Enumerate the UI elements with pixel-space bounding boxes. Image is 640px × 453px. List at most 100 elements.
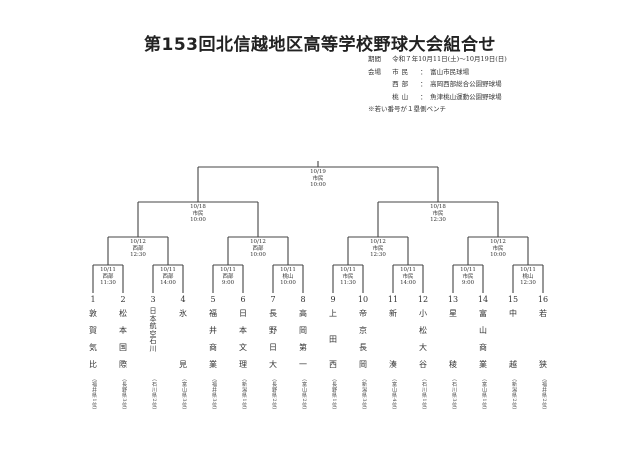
team-name: 敦賀気比 <box>89 309 97 369</box>
game-date: 10/12 <box>370 239 386 245</box>
team-name: 帝京長岡 <box>359 309 367 369</box>
game-time: 11:30 <box>340 280 356 287</box>
team-prefecture-rank: （福井県3位） <box>211 376 217 414</box>
game-venue: 西部 <box>102 273 114 280</box>
game-date: 10/11 <box>460 267 476 273</box>
team-number: 8 <box>300 295 306 304</box>
team-name: 中越 <box>509 309 517 369</box>
period-label: 期間 <box>368 55 381 63</box>
venue-label: 会場 <box>368 67 381 76</box>
team-number: 15 <box>507 295 519 304</box>
team-prefecture-rank: （富山県2位） <box>301 376 307 414</box>
game-venue: 桃山 <box>282 273 294 280</box>
team-number: 11 <box>387 295 399 304</box>
team-entry: 4 氷見 <box>173 294 193 370</box>
game-date: 10/11 <box>100 267 116 273</box>
team-prefecture-rank: （福井県1位） <box>91 376 97 414</box>
venue-name: 高岡西部総合公園野球場 <box>430 80 502 88</box>
game-time: 10:00 <box>280 280 296 287</box>
team-number: 7 <box>270 295 276 304</box>
team-number: 3 <box>150 295 156 304</box>
team-prefecture-rank: （新潟県2位） <box>511 376 517 414</box>
team-prefecture-rank: （新潟県3位） <box>361 376 367 414</box>
team-number: 1 <box>90 295 96 304</box>
team-prefecture-rank: （石川県3位） <box>451 376 457 414</box>
game-venue: 西部 <box>252 245 264 252</box>
team-prefecture-rank: （富山県1位） <box>481 376 487 414</box>
team-prefecture-rank: （富山県4位） <box>391 376 397 414</box>
game-time: 14:00 <box>160 280 176 287</box>
team-number: 6 <box>240 295 246 304</box>
team-name: 星稜 <box>449 309 457 369</box>
venue-short: 桃山 <box>392 92 412 101</box>
team-prefecture-rank: （福井県2位） <box>541 376 547 414</box>
game-venue: 西部 <box>132 245 144 252</box>
team-number: 4 <box>180 295 186 304</box>
game-date: 10/18 <box>190 204 206 210</box>
game-venue: 市民 <box>192 210 204 217</box>
game-time: 12:30 <box>130 252 146 259</box>
team-prefecture-rank: （石川県1位） <box>421 376 427 414</box>
team-entry: 8 高岡第一 <box>293 294 313 370</box>
team-name: 松本国際 <box>119 309 127 369</box>
team-name: 氷見 <box>179 309 187 369</box>
venue-short: 西部 <box>392 80 412 88</box>
team-name: 新湊 <box>389 309 397 369</box>
team-number: 14 <box>477 295 489 304</box>
team-entry: 13 星稜 <box>443 294 463 370</box>
game-date: 10/11 <box>520 267 536 273</box>
game-date: 10/11 <box>280 267 296 273</box>
game-time: 12:30 <box>520 280 536 287</box>
game-venue: 市民 <box>432 210 444 217</box>
game-time: 10:00 <box>310 182 326 189</box>
team-entry: 6 日本文理 <box>233 294 253 370</box>
game-time: 9:00 <box>221 280 235 287</box>
game-venue: 市民 <box>492 245 504 252</box>
team-number: 10 <box>357 295 369 304</box>
team-name: 小松大谷 <box>419 309 427 369</box>
game-time: 12:30 <box>430 217 446 224</box>
tournament-info: 期間 令和７年10月11日(土)〜10月19日(日) 会場 市民：富山市民球場 … <box>368 53 507 116</box>
game-date: 10/19 <box>310 169 326 175</box>
game-venue: 市民 <box>372 245 384 252</box>
game-date: 10/18 <box>430 204 446 210</box>
team-number: 13 <box>447 295 459 304</box>
game-date: 10/11 <box>220 267 236 273</box>
game-venue: 市民 <box>402 273 414 280</box>
period-value: 令和７年10月11日(土)〜10月19日(日) <box>392 55 507 63</box>
team-prefecture-rank: （新潟県1位） <box>241 376 247 414</box>
team-name: 福井商業 <box>209 309 217 369</box>
team-number: 16 <box>537 295 549 304</box>
team-entry: 14 富山商業 <box>473 294 493 370</box>
period-row: 期間 令和７年10月11日(土)〜10月19日(日) <box>368 53 507 66</box>
venue-name: 魚津桃山運動公園野球場 <box>430 92 502 101</box>
game-time: 10:00 <box>250 252 266 259</box>
team-name: 長野日大 <box>269 309 277 369</box>
game-time: 11:30 <box>100 280 116 287</box>
game-venue: 市民 <box>312 175 324 182</box>
team-entry: 11 新湊 <box>383 294 403 370</box>
game-venue: 西部 <box>222 273 234 280</box>
team-name: 高岡第一 <box>299 309 307 369</box>
team-name: 日本文理 <box>239 309 247 369</box>
game-venue: 西部 <box>162 273 174 280</box>
team-prefecture-rank: （長野県2位） <box>271 376 277 414</box>
team-name: 富山商業 <box>479 309 487 369</box>
venue-row: 西部：高岡西部総合公園野球場 <box>368 78 507 91</box>
